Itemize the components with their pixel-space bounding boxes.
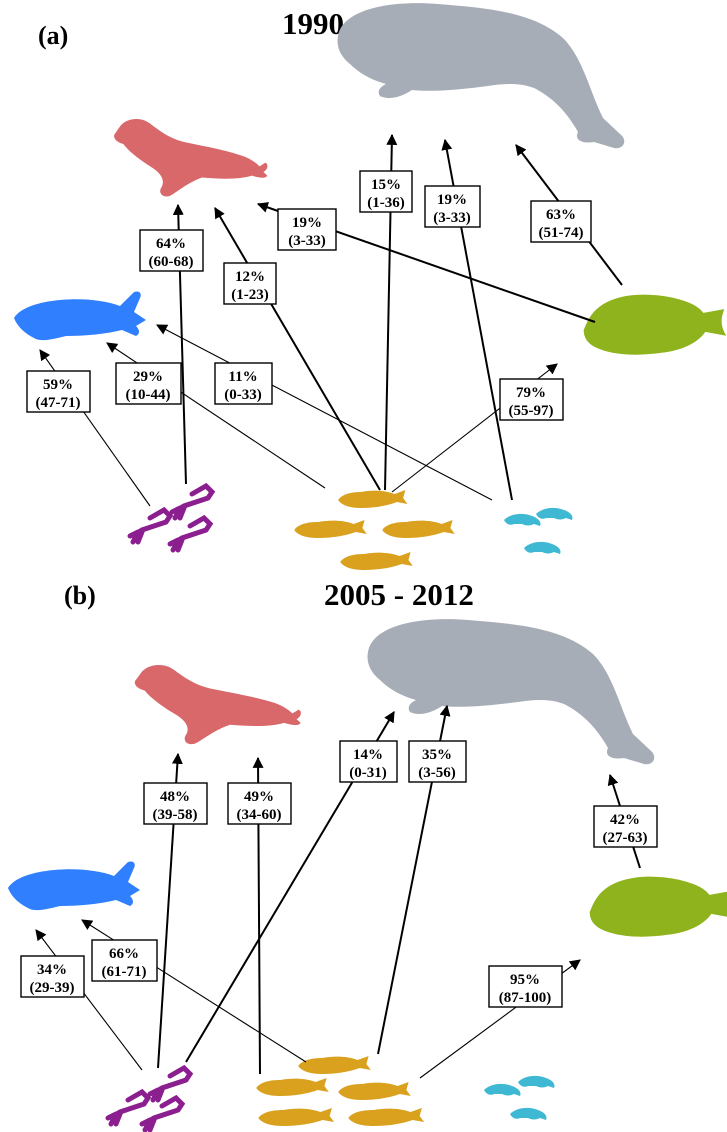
link-label-a-shrimp-salmon: 11% (0-33)	[214, 362, 273, 405]
svg-text:95%: 95%	[510, 972, 540, 988]
svg-text:(1-36): (1-36)	[367, 195, 405, 211]
halibut-icon	[583, 294, 727, 355]
link-label-a-halibut-seal: 19% (3-33)	[277, 208, 337, 251]
link-label-a-cod-seal: 12% (1-23)	[223, 262, 277, 305]
seal-icon	[134, 665, 301, 745]
svg-text:(0-31): (0-31)	[349, 765, 387, 781]
squid-icon	[108, 1068, 190, 1130]
halibut-icon	[589, 876, 727, 937]
svg-text:19%: 19%	[437, 192, 467, 208]
svg-text:12%: 12%	[235, 269, 265, 285]
svg-text:49%: 49%	[244, 789, 274, 805]
link-label-a-squid-seal: 64% (60-68)	[139, 229, 204, 272]
link-label-a-cod-salmon: 29% (10-44)	[115, 362, 182, 405]
shrimp-icon	[484, 1075, 555, 1120]
svg-text:(0-33): (0-33)	[224, 387, 262, 403]
svg-text:35%: 35%	[422, 747, 452, 763]
svg-text:(3-33): (3-33)	[288, 233, 326, 249]
svg-text:(29-39): (29-39)	[30, 980, 75, 996]
link-label-b-cod-halibut: 95% (87-100)	[488, 965, 563, 1008]
link-label-b-cod-whale: 35% (3-56)	[408, 740, 467, 783]
salmon-icon	[8, 861, 140, 911]
link-label-b-squid-seal: 48% (39-58)	[143, 782, 208, 825]
svg-text:34%: 34%	[37, 962, 67, 978]
svg-text:42%: 42%	[610, 812, 640, 828]
svg-text:(27-63): (27-63)	[603, 830, 648, 846]
svg-text:63%: 63%	[546, 207, 576, 223]
link-label-b-halibut-whale: 42% (27-63)	[593, 805, 658, 848]
svg-text:66%: 66%	[109, 946, 139, 962]
panel-b-title: 2005 - 2012	[324, 577, 474, 612]
cod-icon	[256, 1056, 425, 1126]
link-label-a-squid-salmon: 59% (47-71)	[26, 370, 91, 413]
panel-b-letter: (b)	[64, 581, 96, 610]
salmon-icon	[14, 291, 146, 341]
svg-text:(87-100): (87-100)	[499, 990, 552, 1006]
svg-text:48%: 48%	[160, 789, 190, 805]
panel-a-letter: (a)	[38, 21, 68, 50]
cod-icon	[294, 490, 455, 570]
link-label-a-shrimp-whale: 19% (3-33)	[424, 185, 481, 228]
shrimp-icon	[504, 507, 573, 554]
svg-text:(3-33): (3-33)	[433, 210, 471, 226]
svg-text:79%: 79%	[516, 385, 546, 401]
svg-text:(47-71): (47-71)	[36, 395, 81, 411]
link-label-b-cod-seal: 49% (34-60)	[227, 782, 292, 825]
link-label-a-halibut-whale: 63% (51-74)	[530, 200, 592, 243]
svg-text:(39-58): (39-58)	[153, 807, 198, 823]
svg-text:(61-71): (61-71)	[102, 964, 147, 980]
link-label-b-squid-whale: 14% (0-31)	[339, 740, 398, 783]
svg-text:11%: 11%	[228, 369, 257, 385]
svg-text:(55-97): (55-97)	[509, 403, 554, 419]
svg-text:(10-44): (10-44)	[126, 387, 171, 403]
svg-text:(51-74): (51-74)	[539, 225, 584, 241]
svg-text:(34-60): (34-60)	[237, 807, 282, 823]
svg-text:29%: 29%	[133, 369, 163, 385]
svg-text:(1-23): (1-23)	[231, 287, 269, 303]
svg-text:14%: 14%	[353, 747, 383, 763]
link-label-b-cod-salmon: 66% (61-71)	[91, 939, 158, 982]
seal-icon	[114, 118, 268, 197]
svg-text:64%: 64%	[156, 236, 186, 252]
svg-text:15%: 15%	[371, 177, 401, 193]
svg-text:(3-56): (3-56)	[418, 765, 456, 781]
svg-text:19%: 19%	[292, 215, 322, 231]
link-label-a-cod-whale: 15% (1-36)	[359, 170, 413, 213]
link-label-b-squid-salmon: 34% (29-39)	[20, 955, 85, 998]
whale-icon	[337, 3, 625, 149]
svg-text:59%: 59%	[43, 377, 73, 393]
svg-text:(60-68): (60-68)	[149, 254, 194, 270]
link-label-a-cod-halibut: 79% (55-97)	[499, 378, 564, 421]
